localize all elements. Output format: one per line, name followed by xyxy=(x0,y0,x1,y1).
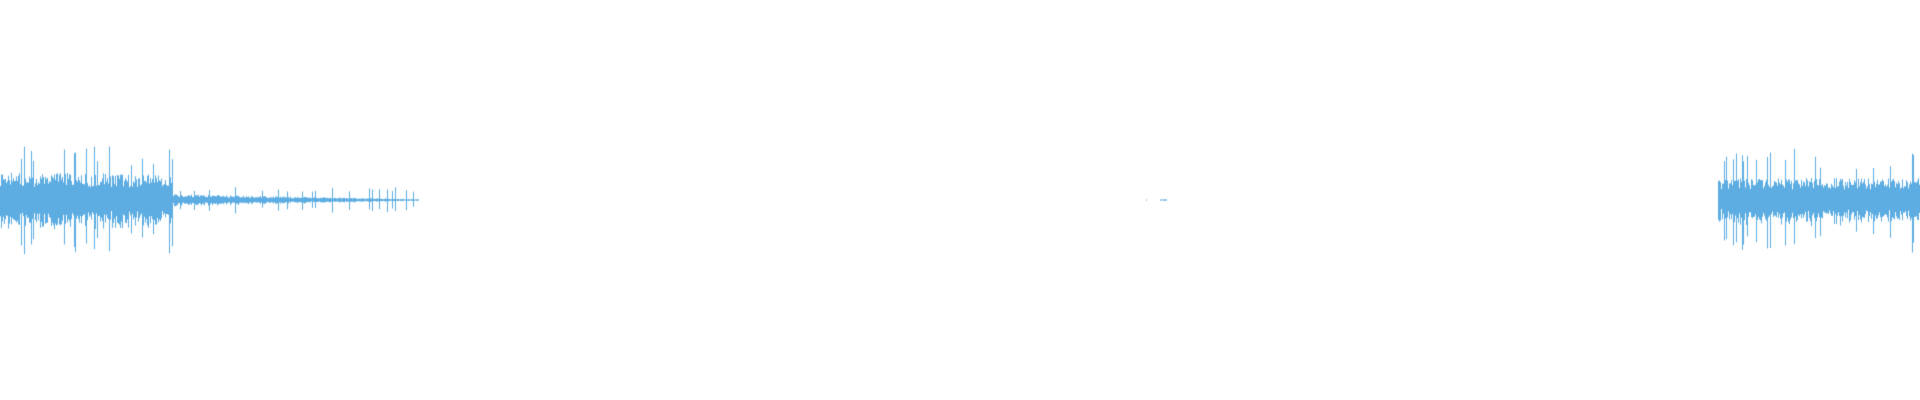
audio-waveform[interactable] xyxy=(0,0,1920,400)
waveform-view[interactable] xyxy=(0,0,1920,400)
